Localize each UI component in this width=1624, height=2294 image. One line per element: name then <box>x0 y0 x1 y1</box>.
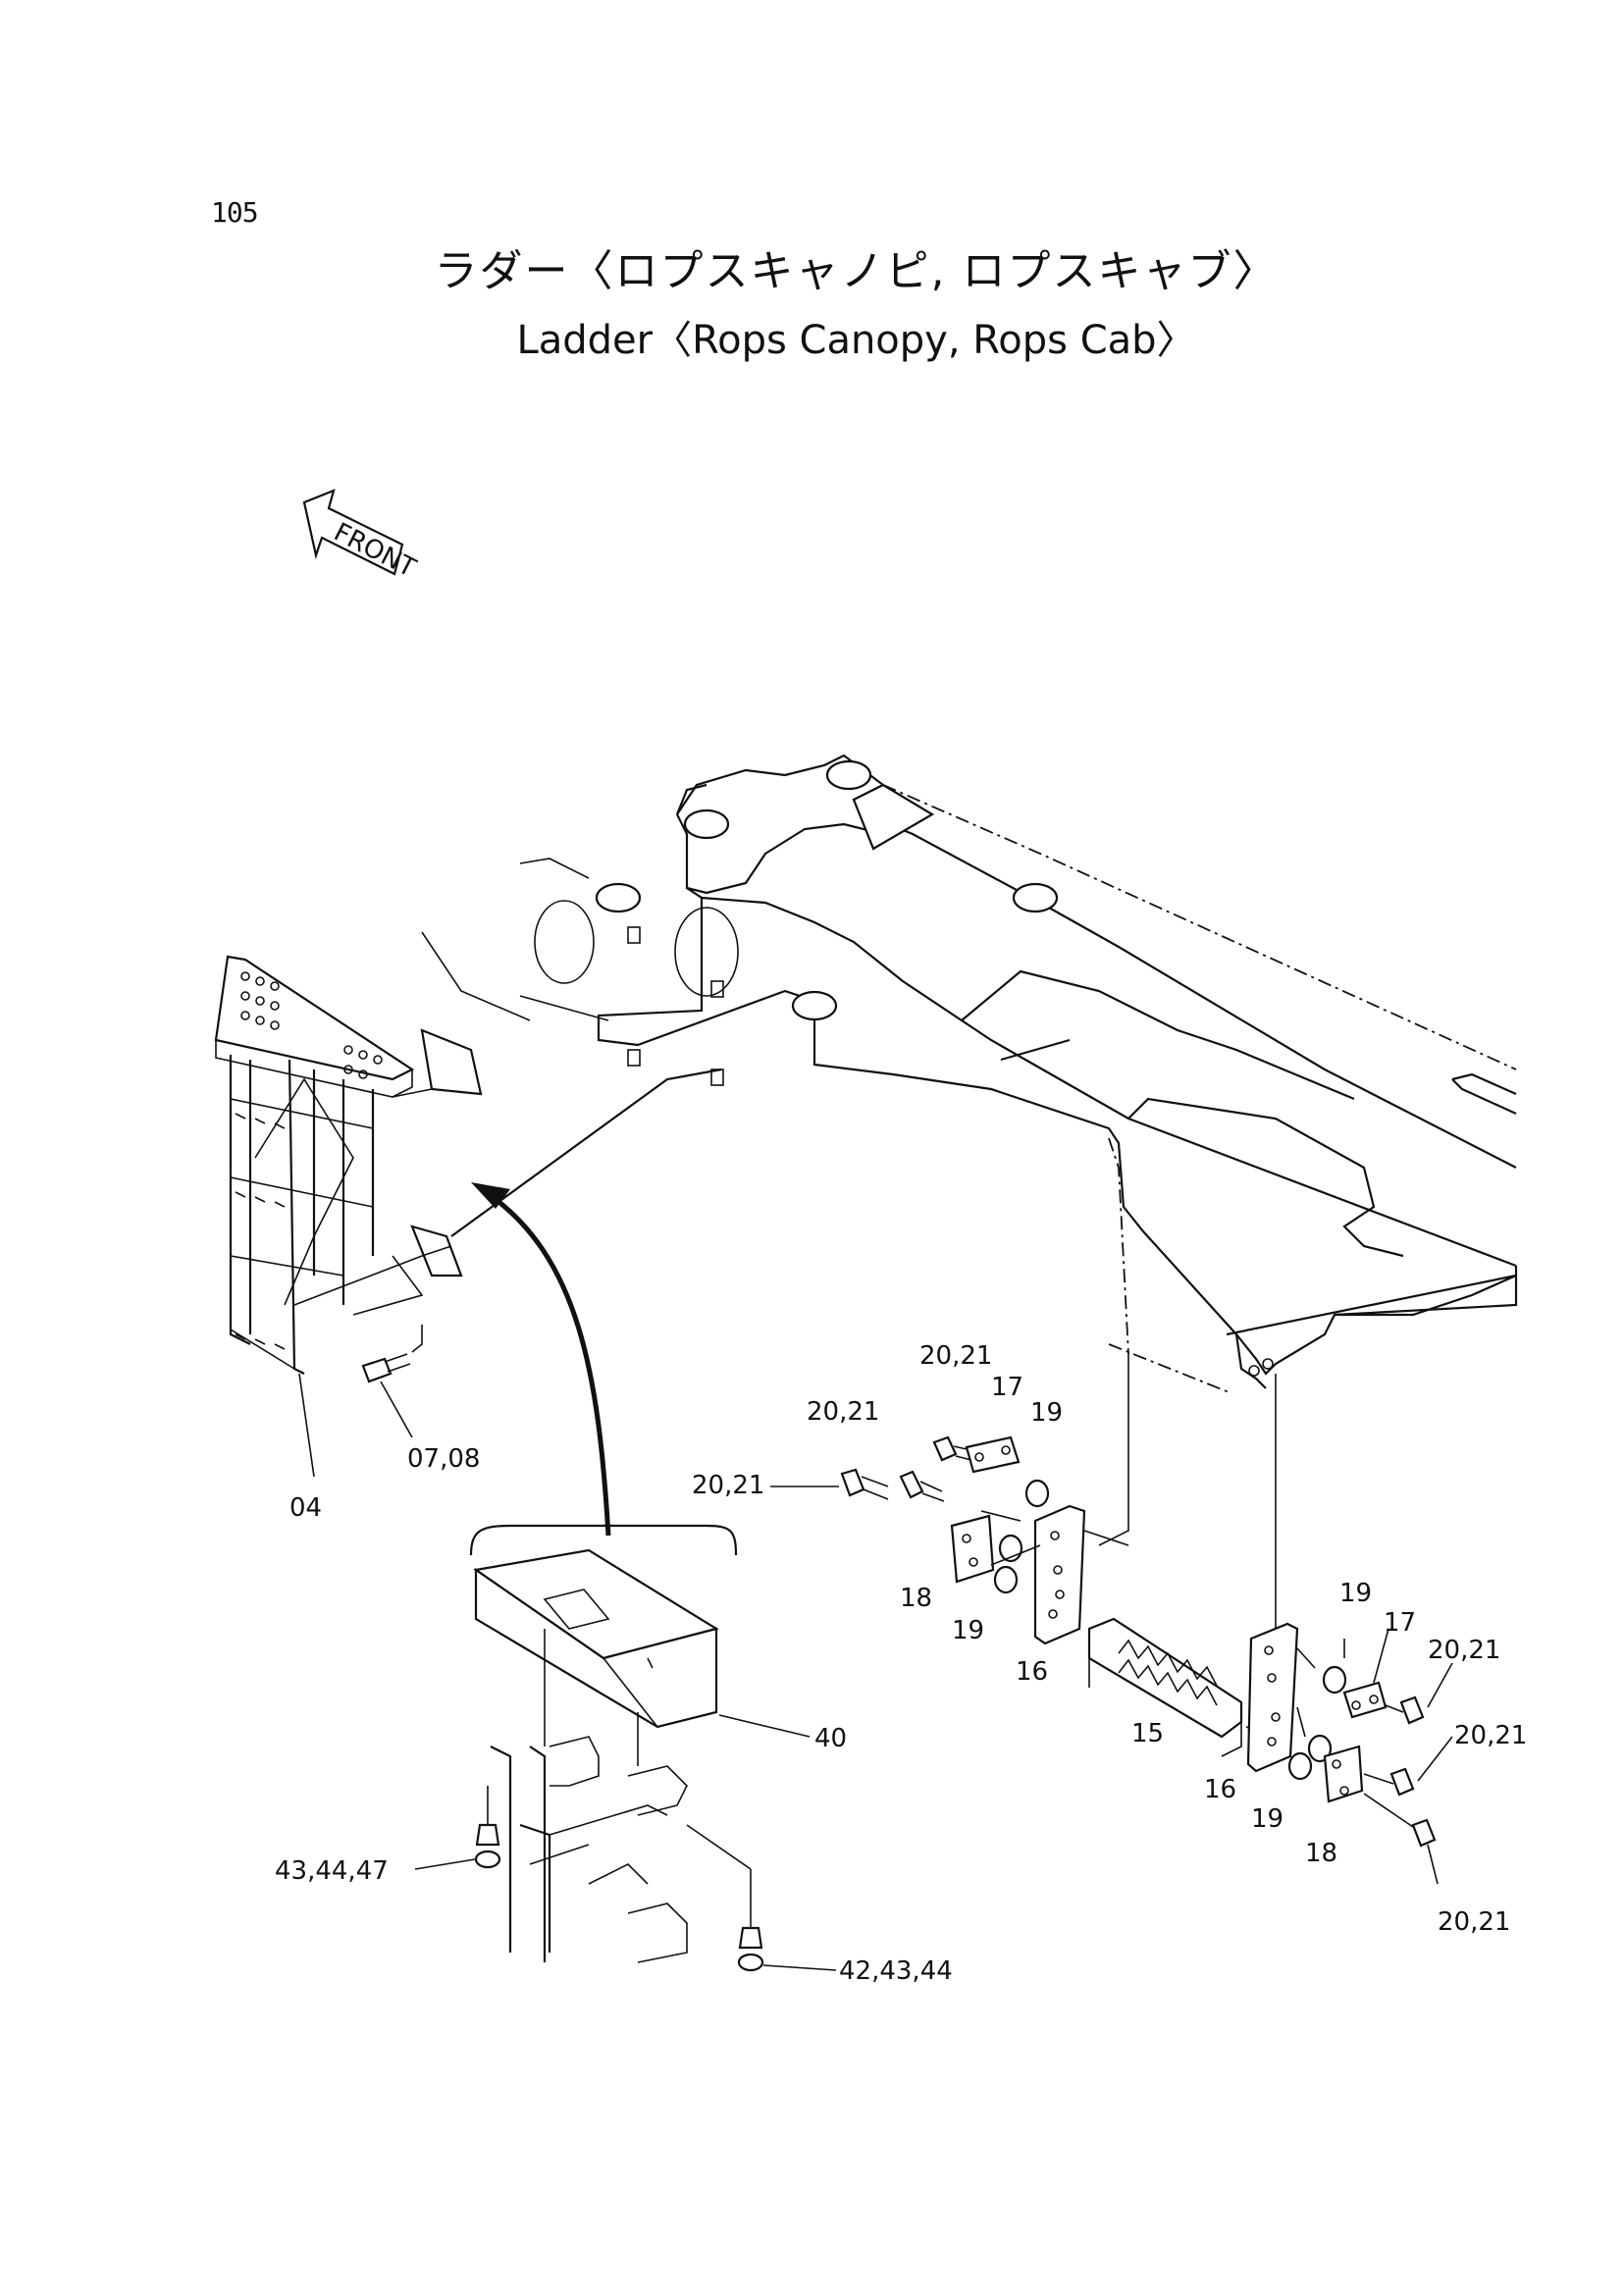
part-label-07-08: 07,08 <box>407 1444 480 1474</box>
ladder-assembly-drawing <box>214 955 722 1537</box>
part-label-18a: 18 <box>900 1584 932 1613</box>
part-label-19a: 19 <box>1030 1398 1063 1428</box>
part-label-18b: 18 <box>1305 1839 1337 1868</box>
upper-frame-drawing <box>421 754 1518 1717</box>
part-labels: 04 07,08 40 43,44,47 42,43,44 15 16 16 1… <box>275 1341 1527 1986</box>
part-label-20-21f: 20,21 <box>1438 1907 1510 1937</box>
title-block: ラダー〈ロプスキャノピ, ロプスキャブ〉 Ladder〈Rops Canopy,… <box>0 235 1624 365</box>
part-label-19b: 19 <box>952 1616 984 1645</box>
cover-assembly-drawing <box>414 1524 837 1972</box>
part-label-15: 15 <box>1131 1719 1164 1748</box>
part-label-04: 04 <box>289 1493 322 1523</box>
page-number: 105 <box>211 196 259 229</box>
part-label-19d: 19 <box>1251 1804 1283 1834</box>
part-label-20-21a: 20,21 <box>919 1341 992 1371</box>
title-japanese: ラダー〈ロプスキャノピ, ロプスキャブ〉 <box>434 246 1279 296</box>
part-label-17a: 17 <box>991 1373 1023 1402</box>
part-label-20-21c: 20,21 <box>692 1471 764 1500</box>
title-english: Ladder〈Rops Canopy, Rops Cab〉 <box>516 318 1196 363</box>
part-label-20-21e: 20,21 <box>1454 1721 1527 1750</box>
step-assembly-drawing <box>770 1435 1453 1885</box>
part-label-16b: 16 <box>1204 1775 1236 1804</box>
part-label-42-43-44: 42,43,44 <box>839 1956 953 1986</box>
front-label: FRONT <box>329 518 420 584</box>
part-label-20-21b: 20,21 <box>807 1397 879 1427</box>
part-label-16a: 16 <box>1016 1657 1048 1687</box>
part-label-40: 40 <box>814 1724 847 1753</box>
part-label-20-21d: 20,21 <box>1428 1636 1500 1665</box>
part-label-17b: 17 <box>1384 1608 1416 1638</box>
part-label-43-44-47: 43,44,47 <box>275 1856 389 1886</box>
front-arrow-icon: FRONT <box>302 489 420 584</box>
part-label-19c: 19 <box>1339 1579 1372 1608</box>
